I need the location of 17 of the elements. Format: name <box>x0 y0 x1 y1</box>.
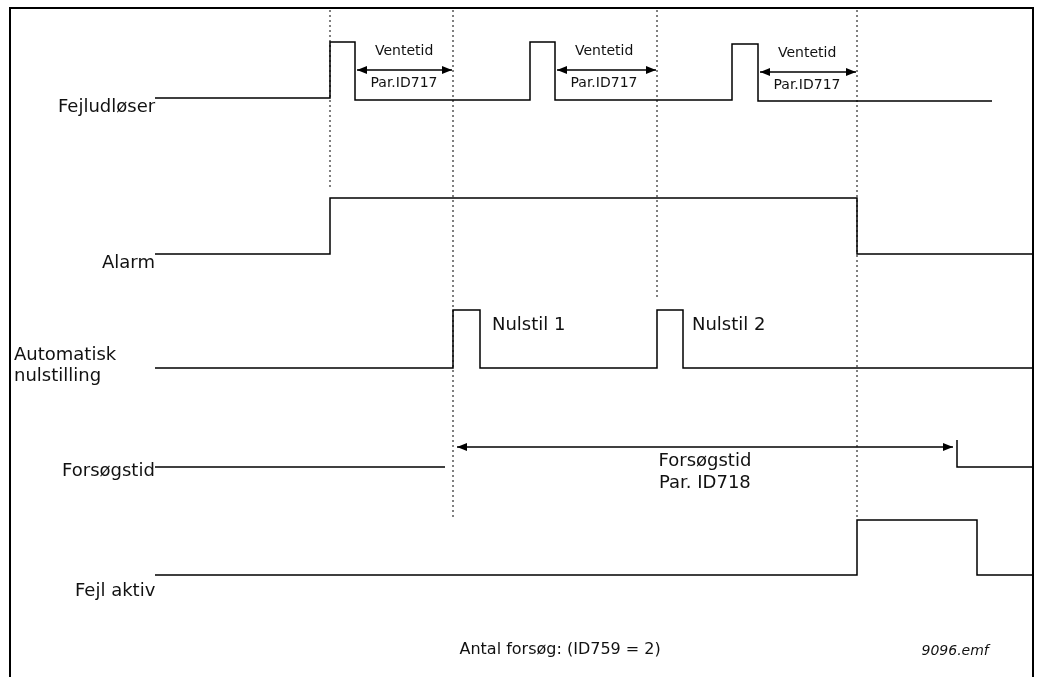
file-name: 9096.emf <box>921 642 989 659</box>
duration-label: Ventetid <box>575 42 634 59</box>
signal-name: Fejl aktiv <box>75 580 156 601</box>
signal-name: Forsøgstid <box>62 460 155 481</box>
signal-name: Automatisk nulstilling <box>14 344 118 386</box>
parameter-label: Par.ID717 <box>773 76 841 93</box>
signal-name: Alarm <box>102 252 155 273</box>
duration-label: Ventetid <box>778 44 837 61</box>
duration-label: Ventetid <box>375 42 434 59</box>
parameter-label: Par.ID717 <box>570 74 638 91</box>
parameter-label: Par. ID718 <box>659 472 751 493</box>
parameter-label: Par.ID717 <box>370 74 438 91</box>
pulse-label: Nulstil 1 <box>492 314 566 335</box>
note-text: Antal forsøg: (ID759 = 2) <box>459 640 661 659</box>
pulse-label: Nulstil 2 <box>692 314 766 335</box>
duration-label: Forsøgstid <box>658 450 752 471</box>
signal-name: Fejludløser <box>58 96 156 117</box>
